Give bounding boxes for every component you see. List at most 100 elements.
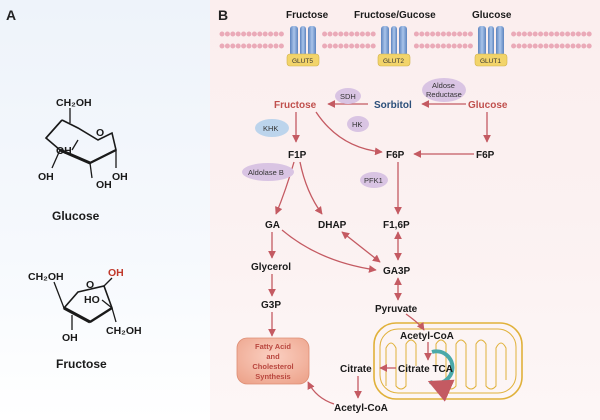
membrane-bead [322,31,328,37]
membrane-bead [462,31,468,37]
membrane-bead [349,43,355,49]
membrane-bead [268,31,274,37]
transporter-label-fructose-gucose: Fructose/Gucose [354,10,436,21]
membrane-bead [278,43,284,49]
metabolite-citrate-tca: Citrate TCA [398,364,453,375]
metabolite-glucose: Glucose [468,100,508,111]
fructose-caption: Fructose [56,357,107,371]
membrane-bead [565,43,571,49]
membrane-bead [446,31,452,37]
membrane-bead [413,31,419,37]
membrane-bead [467,31,473,37]
metabolite-f6p-right: F6P [476,150,495,161]
fructose-ring-oxygen: O [86,279,94,291]
enzyme-pfk1-label: PFK1 [364,176,383,185]
membrane-bead [424,31,430,37]
membrane-bead [554,43,560,49]
membrane-bead [338,31,344,37]
membrane-bead [565,31,571,37]
membrane-bead [413,43,419,49]
membrane-bead [235,43,241,49]
membrane-bead [230,43,236,49]
membrane-bead [430,31,436,37]
fa-box-line2: and [266,352,280,361]
membrane-bead [440,31,446,37]
metabolite-citrate: Citrate [340,364,372,375]
enzyme-sdh-label: SDH [340,92,356,101]
fructose-oh-red-label: OH [108,267,124,279]
fa-box-line4: Synthesis [255,372,290,381]
fa-box-line3: Cholesterol [252,362,293,371]
metabolite-pyruvate: Pyruvate [375,304,418,315]
membrane-bead [532,43,538,49]
membrane-bead [241,43,247,49]
transporter-label-glucose: Glucose [472,10,512,21]
glucose-oh-label-3: OH [96,179,112,191]
membrane-bead [370,43,376,49]
metabolite-f6p-mid: F6P [386,150,405,161]
glucose-oh-label-1: OH [56,145,72,157]
membrane-bead [554,31,560,37]
glut5-label: GLUT5 [292,58,313,65]
glucose-structure: CH₂OH O OH OH OH OH [38,97,128,191]
membrane-bead [581,31,587,37]
metabolite-glycerol: Glycerol [251,262,291,273]
membrane-bead [532,31,538,37]
enzyme-aldolase-b: Aldolase B [242,163,294,181]
membrane-bead [586,43,592,49]
membrane-bead [349,31,355,37]
membrane-bead [419,43,425,49]
membrane-bead [257,31,263,37]
metabolite-ga3p: GA3P [383,266,411,277]
membrane-bead [338,43,344,49]
membrane-bead [451,43,457,49]
membrane-bead [419,31,425,37]
membrane-bead [462,43,468,49]
membrane-bead [559,43,565,49]
metabolite-g3p: G3P [261,300,281,311]
fa-box-line1: Fatty Acid [255,342,291,351]
enzyme-khk-label: KHK [263,124,278,133]
membrane-bead [570,43,576,49]
membrane-bead [575,43,581,49]
membrane-bead [343,31,349,37]
membrane-bead [273,43,279,49]
membrane-bead [273,31,279,37]
membrane-bead [521,31,527,37]
membrane-bead [224,43,230,49]
membrane-bead [430,43,436,49]
enzyme-sdh: SDH [335,88,361,104]
membrane-bead [516,43,522,49]
membrane-bead [241,31,247,37]
membrane-bead [246,31,252,37]
fructose-ch2oh-right-label: CH₂OH [106,325,142,337]
membrane-bead [435,31,441,37]
membrane-bead [268,43,274,49]
membrane-bead [278,31,284,37]
membrane-bead [230,31,236,37]
membrane-bead [251,43,257,49]
membrane-bead [327,43,333,49]
glucose-oh-label-4: OH [112,171,128,183]
membrane-bead [332,43,338,49]
membrane-bead [543,43,549,49]
membrane-bead [219,43,225,49]
mitochondrion [373,322,523,402]
enzyme-aldolase-b-label: Aldolase B [248,168,284,177]
enzyme-reductase-label: Reductase [426,90,462,99]
membrane-bead [235,31,241,37]
pathway-arrows [268,100,491,405]
membrane-bead [359,31,365,37]
membrane-bead [581,43,587,49]
enzyme-khk: KHK [255,119,289,137]
membrane-bead [219,31,225,37]
glut2-label: GLUT2 [383,58,404,65]
membrane-bead [559,31,565,37]
metabolite-dhap: DHAP [318,220,347,231]
membrane-bead [548,43,554,49]
membrane-bead [370,31,376,37]
glut1-label: GLUT1 [480,58,501,65]
metabolite-sorbitol: Sorbitol [374,100,412,111]
glut1-channel: GLUT1 [474,26,508,67]
membrane-bead [343,43,349,49]
